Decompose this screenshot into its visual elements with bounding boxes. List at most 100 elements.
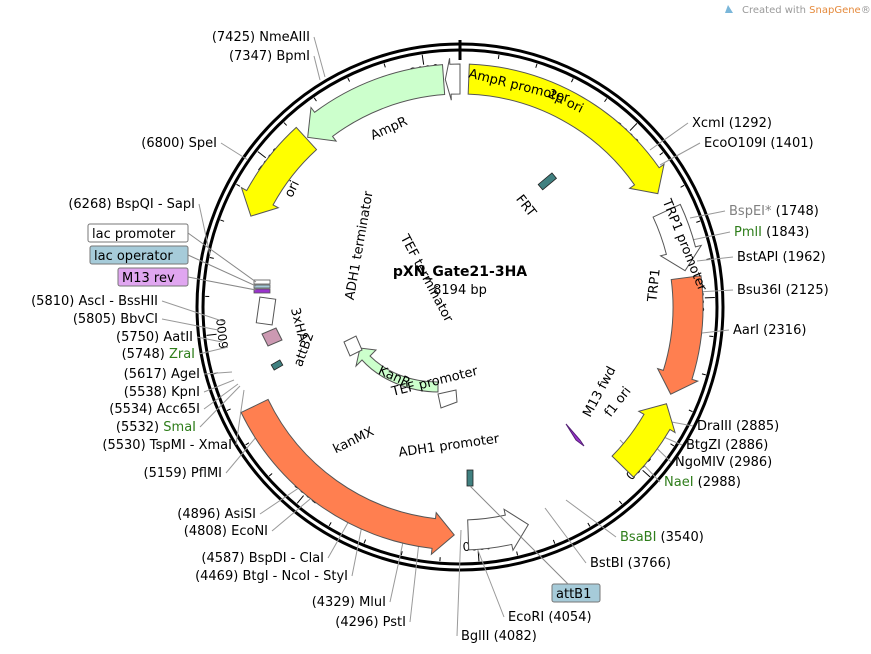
site-position: (1962) [778, 250, 825, 265]
tick-mark [363, 539, 367, 544]
site-name: BglII [461, 629, 489, 644]
site-position: (4054) [544, 610, 591, 625]
tag-lac-promoter-text: lac promoter [92, 227, 176, 242]
site-name: AsiSI [225, 507, 256, 522]
site-position: (1748) [772, 204, 819, 219]
site-label-left: (5750) AatII [116, 330, 193, 345]
plasmid-name: pXN_Gate21-3HA [393, 264, 527, 280]
tef-terminator-box [343, 335, 363, 357]
tick-mark [328, 522, 332, 527]
site-position: (6268) [68, 197, 115, 212]
tag-m13-rev-text: M13 rev [122, 271, 175, 286]
site-name: XcmI [692, 116, 725, 131]
site-name: Acc65I [157, 402, 200, 417]
site-name: DraIII [697, 419, 732, 434]
site-leader [691, 231, 731, 241]
site-label-left: (4469) BtgI - NcoI - StyI [195, 569, 348, 584]
site-leader-lines [161, 36, 734, 637]
tick-mark [236, 183, 241, 187]
site-label-left: (4808) EcoNI [184, 524, 268, 539]
site-labels: (7425) NmeAIII(7347) BpmI(6800) SpeI(626… [31, 30, 829, 644]
site-label-right: NaeI (2988) [664, 475, 741, 490]
svg-text:Created with SnapGene®: Created with SnapGene® [742, 5, 871, 16]
tick-mark [696, 220, 701, 223]
brand-suffix: ® [861, 5, 871, 16]
tick-mark [296, 495, 304, 504]
site-leader [313, 36, 326, 78]
snapgene-brand: Created with SnapGene® [725, 5, 871, 16]
site-position: (2885) [732, 419, 779, 434]
site-label-left: (6800) SpeI [141, 136, 217, 151]
site-label-right: PmlI (1843) [734, 225, 809, 240]
site-position: (2988) [694, 475, 741, 490]
inner-feature-frt [537, 172, 558, 191]
site-leader [409, 532, 421, 623]
site-position: (2886) [721, 438, 768, 453]
adh1-terminator-box [255, 296, 277, 326]
tag-attb1: attB1 [551, 583, 601, 603]
site-position: (5805) [73, 312, 120, 327]
site-leader [203, 371, 233, 375]
inner-feature-tef-promoter [437, 389, 458, 409]
backbone-outer-ring [195, 42, 725, 572]
site-label-right: AarI (2316) [733, 323, 806, 338]
site-name: KpnI [171, 385, 200, 400]
tick-marks: 10002000300040005000600070008000 [205, 52, 715, 562]
site-label-left: (5538) KpnI [124, 385, 200, 400]
feature-arrow [467, 508, 530, 552]
tick-mark [209, 257, 214, 259]
inner-feature-attb2 [270, 359, 284, 371]
site-name: PstI [383, 615, 406, 630]
site-label-left: (4329) MluI [312, 595, 386, 610]
label-adh1-promoter: ADH1 promoter [398, 431, 501, 460]
backbone-inner-ring [201, 48, 719, 566]
tick-mark [587, 522, 591, 527]
m13-rev-leader [187, 276, 257, 291]
feature-arrow [444, 58, 461, 101]
site-name: NmeAIII [259, 30, 310, 45]
tef-promoter-arrow [437, 389, 458, 409]
site-position: (4587) [201, 551, 248, 566]
site-leader [456, 529, 462, 637]
site-label-right: Bsu36I (2125) [737, 283, 829, 298]
site-label-left: (5748) ZraI [122, 347, 195, 362]
tick-mark [268, 473, 273, 477]
site-name: BspDI - ClaI [249, 551, 324, 566]
site-label-right: BstAPI (1962) [737, 250, 826, 265]
site-position: (4296) [335, 615, 382, 630]
site-name: BsaBI [620, 530, 656, 545]
tick-mark [659, 152, 664, 156]
inner-feature-3xha [261, 327, 283, 347]
site-leader [696, 256, 734, 262]
site-label-right: BstBI (3766) [590, 556, 671, 571]
site-leader [196, 336, 223, 343]
site-label-right: BsaBI (3540) [620, 530, 704, 545]
tick-mark [497, 54, 500, 60]
site-name: EcoO109I [704, 136, 766, 151]
feature-arrow [240, 126, 318, 217]
site-leader [389, 532, 406, 603]
site-position: (5530) [102, 438, 149, 453]
tick-mark [552, 539, 556, 544]
tick-mark [535, 63, 538, 68]
tick-mark [400, 551, 403, 556]
feature-arrow [656, 275, 704, 395]
tag-lac-operator: lac operator [89, 245, 189, 265]
site-label-right: XcmI (1292) [692, 116, 772, 131]
tick-mark [206, 333, 217, 336]
feature-arrow [652, 203, 703, 272]
site-position: (6800) [141, 136, 188, 151]
site-label-left: (4587) BspDI - ClaI [201, 551, 324, 566]
site-label-left: (4896) AsiSI [177, 507, 256, 522]
site-name: BstBI [590, 556, 624, 571]
tick-mark [571, 78, 574, 83]
tick-mark [516, 551, 519, 556]
tag-attb1-box [551, 583, 601, 603]
tick-label: 6000 [214, 318, 231, 350]
site-leader [544, 507, 587, 564]
tick-mark [347, 77, 351, 82]
site-name: AatII [163, 330, 193, 345]
site-leader [203, 379, 235, 393]
site-leader [313, 55, 321, 81]
